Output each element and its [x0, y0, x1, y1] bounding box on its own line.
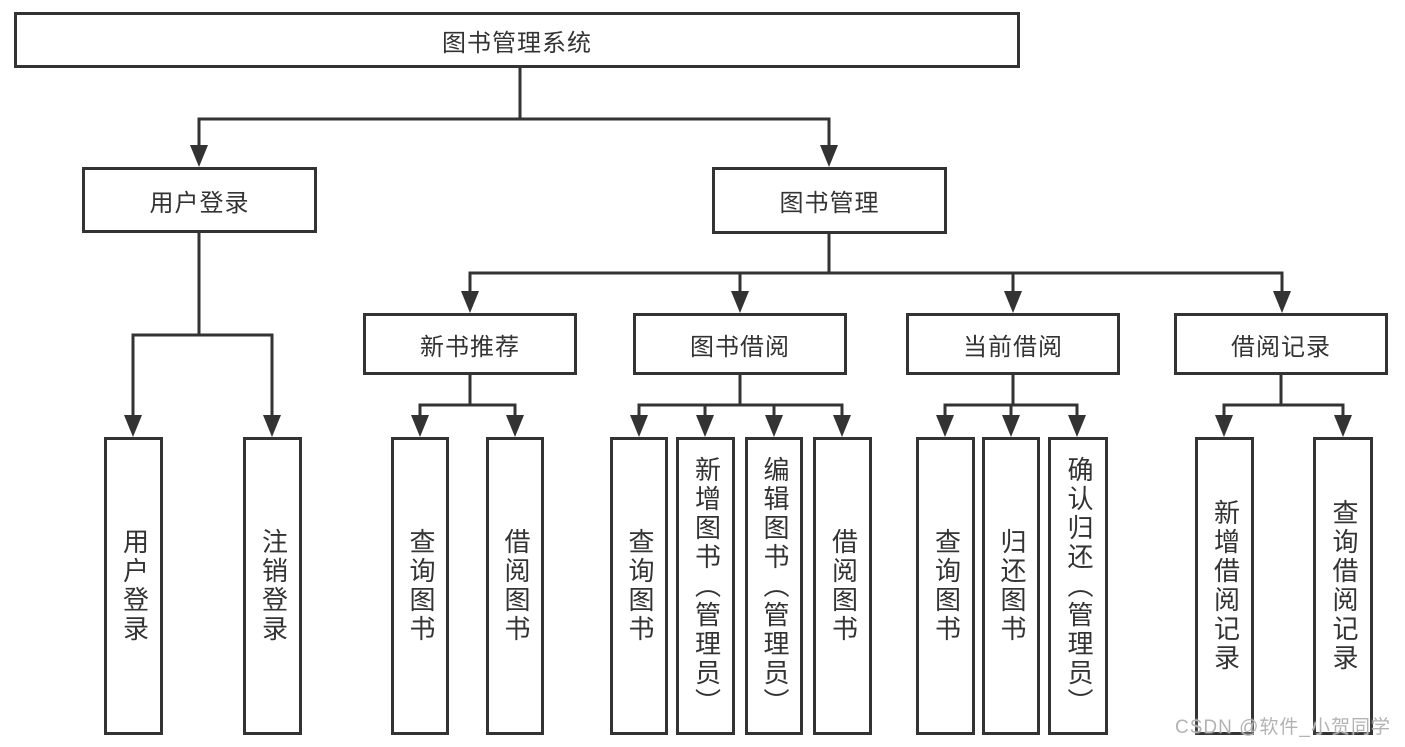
- leaf-confirm-return-admin: 确认归还（管理员）: [1048, 437, 1108, 735]
- node-user-login: 用户登录: [82, 167, 317, 233]
- leaf-label: 借阅图书: [500, 528, 531, 644]
- leaf-edit-books-admin: 编辑图书（管理员）: [745, 437, 803, 735]
- leaf-label: 确认归还（管理员）: [1063, 455, 1094, 717]
- leaf-add-books-admin: 新增图书（管理员）: [676, 437, 735, 735]
- leaf-label: 查询图书: [931, 528, 962, 644]
- leaf-query-books-borrow: 查询图书: [610, 437, 668, 735]
- leaf-label: 新增借阅记录: [1210, 499, 1241, 673]
- leaf-user-login: 用户登录: [104, 437, 163, 735]
- leaf-label: 新增图书（管理员）: [691, 455, 722, 717]
- leaf-query-books-current: 查询图书: [916, 437, 975, 735]
- leaf-label: 查询图书: [405, 528, 436, 644]
- leaf-label: 查询借阅记录: [1328, 499, 1359, 673]
- node-label: 新书推荐: [420, 333, 520, 361]
- leaf-label: 注销登录: [258, 528, 289, 644]
- node-label: 图书管理: [779, 190, 880, 217]
- leaf-label: 归还图书: [996, 528, 1027, 644]
- node-library-system: 图书管理系统: [14, 12, 1020, 68]
- leaf-logout: 注销登录: [243, 437, 302, 735]
- leaf-add-borrow-record: 新增借阅记录: [1195, 437, 1254, 735]
- node-borrow-records: 借阅记录: [1174, 313, 1388, 375]
- node-book-management: 图书管理: [712, 167, 947, 234]
- leaf-label: 借阅图书: [828, 528, 859, 644]
- node-book-borrow: 图书借阅: [633, 313, 847, 375]
- node-label: 借阅记录: [1231, 333, 1331, 361]
- node-label: 图书借阅: [690, 333, 790, 361]
- node-current-borrow: 当前借阅: [906, 313, 1120, 375]
- csdn-watermark: CSDN @软件_小贺同学: [1175, 717, 1391, 738]
- leaf-query-borrow-record: 查询借阅记录: [1313, 437, 1373, 735]
- node-label: 当前借阅: [963, 333, 1063, 361]
- node-label: 图书管理系统: [442, 29, 592, 57]
- node-new-book-recommend: 新书推荐: [363, 313, 577, 375]
- node-label: 用户登录: [149, 189, 250, 217]
- leaf-query-books-recommend: 查询图书: [391, 437, 449, 735]
- leaf-label: 编辑图书（管理员）: [759, 455, 790, 717]
- leaf-return-books: 归还图书: [982, 437, 1040, 735]
- leaf-label: 用户登录: [119, 528, 150, 644]
- leaf-borrow-books: 借阅图书: [813, 437, 872, 735]
- leaf-borrow-books-recommend: 借阅图书: [486, 437, 544, 735]
- leaf-label: 查询图书: [624, 528, 655, 644]
